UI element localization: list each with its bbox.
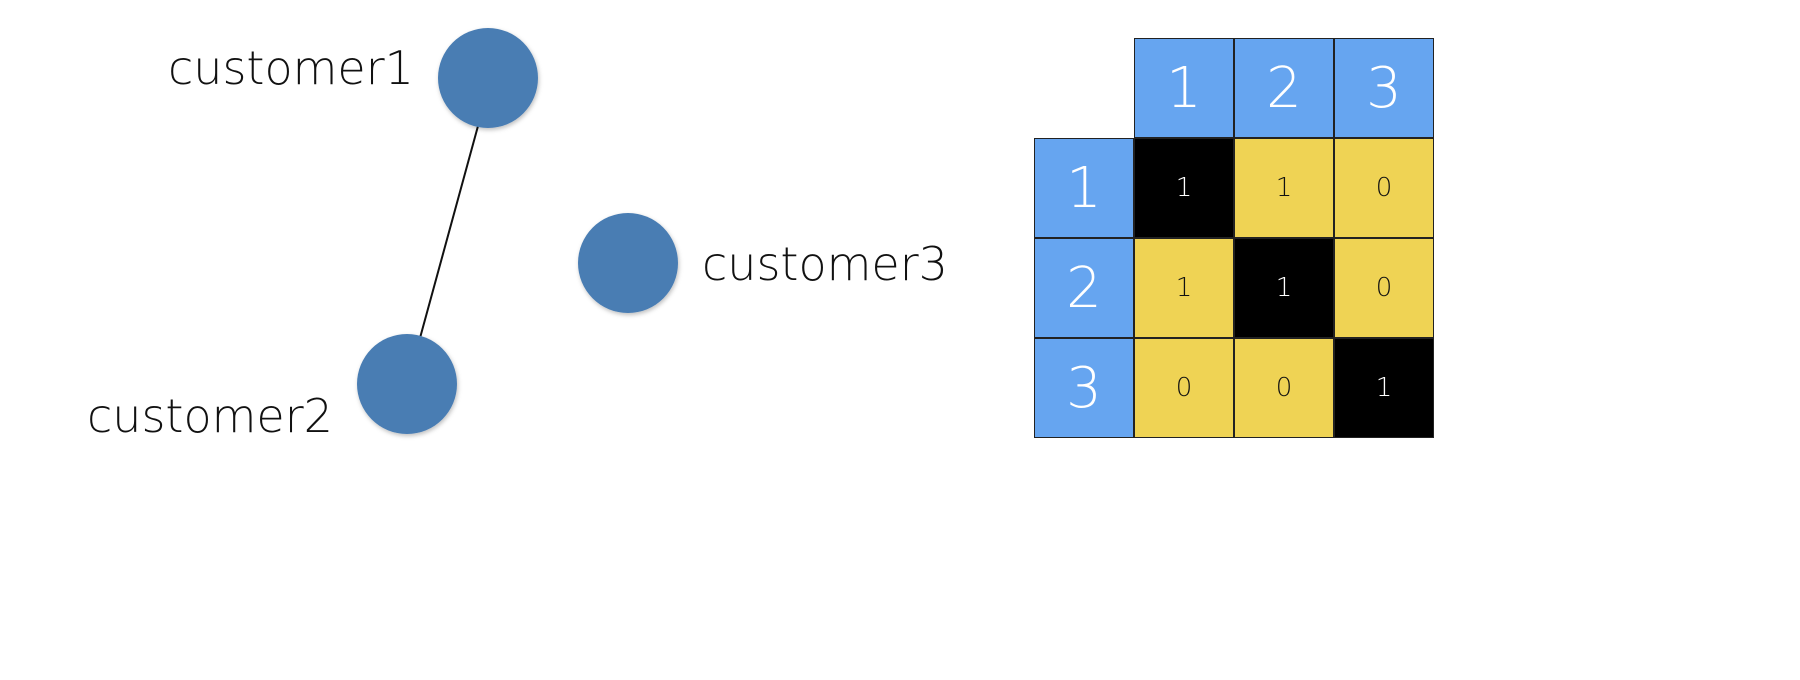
matrix-cell: 0 <box>1334 238 1434 338</box>
graph-edge <box>419 125 479 339</box>
node-label-customer3: customer3 <box>702 237 948 291</box>
matrix-corner <box>1034 38 1134 138</box>
matrix-cell: 1 <box>1134 138 1234 238</box>
matrix-cell: 0 <box>1334 138 1434 238</box>
graph-node-customer2 <box>357 334 457 434</box>
matrix-row-header: 1 <box>1034 138 1134 238</box>
graph-node-customer3 <box>578 213 678 313</box>
matrix-row-header: 2 <box>1034 238 1134 338</box>
customer-graph: customer1 customer2 customer3 <box>87 28 948 443</box>
matrix-cell: 1 <box>1234 238 1334 338</box>
matrix-cell: 1 <box>1334 338 1434 438</box>
matrix-col-header: 1 <box>1134 38 1234 138</box>
matrix-row-header: 3 <box>1034 338 1134 438</box>
matrix-cell: 1 <box>1134 238 1234 338</box>
matrix-cell: 0 <box>1134 338 1234 438</box>
node-label-customer1: customer1 <box>168 41 414 95</box>
graph-node-customer1 <box>438 28 538 128</box>
node-label-customer2: customer2 <box>87 389 333 443</box>
matrix-cell: 1 <box>1234 138 1334 238</box>
matrix-col-header: 3 <box>1334 38 1434 138</box>
matrix-col-header: 2 <box>1234 38 1334 138</box>
adjacency-matrix: 1 2 3 1 1 1 0 2 1 1 0 3 0 0 1 <box>1034 38 1434 438</box>
matrix-cell: 0 <box>1234 338 1334 438</box>
